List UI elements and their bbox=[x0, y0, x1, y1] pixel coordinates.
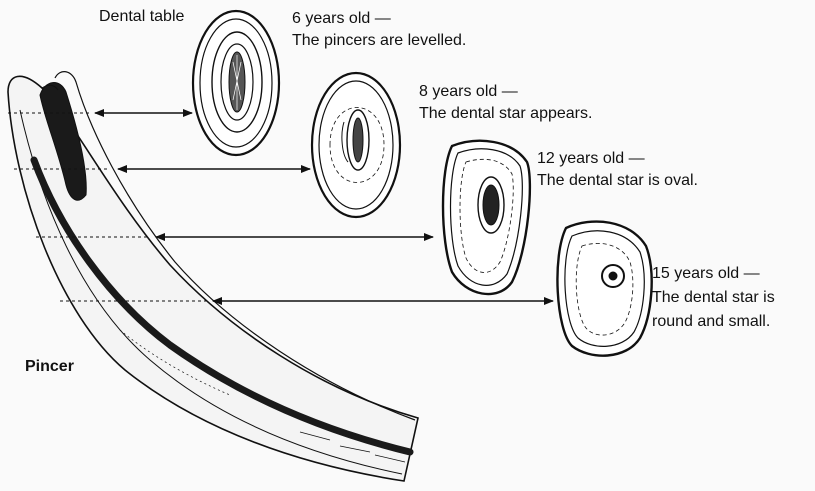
stage-15-years-label: 15 years old — The dental star is round … bbox=[652, 262, 775, 334]
stage-12-years-desc: The dental star is oval. bbox=[537, 170, 698, 192]
stage-12-years-label: 12 years old — The dental star is oval. bbox=[537, 148, 698, 192]
stage-6-years-age: 6 years old — bbox=[292, 8, 466, 30]
stage-8-years-age: 8 years old — bbox=[419, 81, 592, 103]
stage-6-years-label: 6 years old — The pincers are levelled. bbox=[292, 8, 466, 52]
stage-8-years-label: 8 years old — The dental star appears. bbox=[419, 81, 592, 125]
section-12-years bbox=[443, 141, 530, 294]
section-6-years bbox=[193, 11, 279, 155]
stage-12-years-age: 12 years old — bbox=[537, 148, 698, 170]
pincer-label: Pincer bbox=[25, 356, 74, 378]
stage-15-years-age: 15 years old — bbox=[652, 262, 775, 286]
dental-table-label: Dental table bbox=[99, 6, 184, 28]
section-15-years bbox=[557, 222, 651, 356]
stage-8-years-desc: The dental star appears. bbox=[419, 103, 592, 125]
stage-15-years-desc-2: round and small. bbox=[652, 310, 775, 334]
stage-15-years-desc-1: The dental star is bbox=[652, 286, 775, 310]
section-8-years bbox=[312, 73, 400, 217]
stage-6-years-desc: The pincers are levelled. bbox=[292, 30, 466, 52]
